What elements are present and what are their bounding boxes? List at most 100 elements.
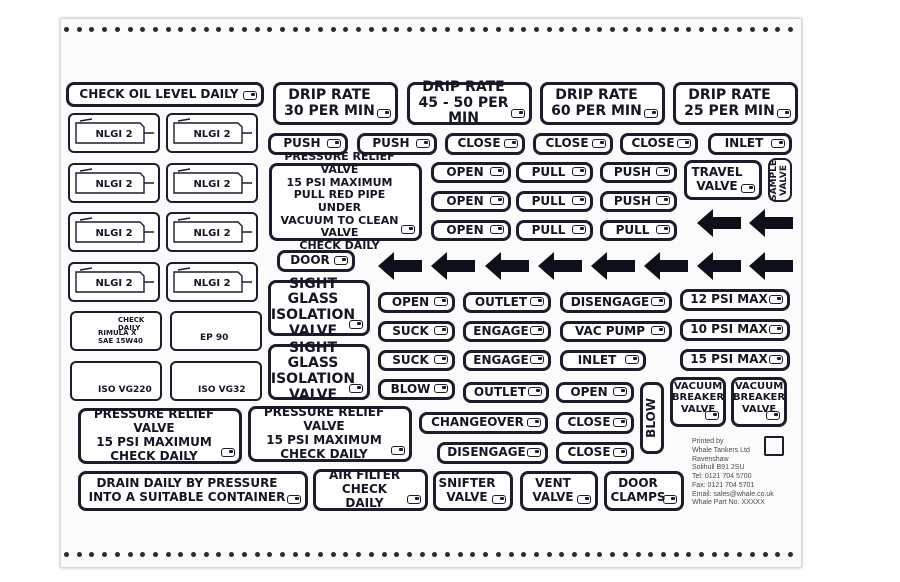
sprocket-hole	[254, 27, 260, 32]
printer-info: Printed by Whale Tankers Ltd Ravenshaw S…	[692, 438, 782, 513]
sprocket-hole	[127, 27, 133, 32]
close-label: CLOSE	[556, 412, 634, 434]
sprocket-hole	[76, 27, 82, 32]
whale-logo-icon	[572, 167, 586, 176]
label-text: INLET	[577, 352, 617, 367]
sprocket-hole	[114, 552, 120, 557]
sprocket-hole	[305, 27, 311, 32]
sprocket-hole	[775, 552, 781, 557]
sprocket-hole	[597, 552, 603, 557]
sprocket-hole	[292, 552, 298, 557]
sprocket-hole	[356, 552, 362, 557]
label-text: TRAVEL VALVE	[691, 165, 743, 193]
label-text: OPEN	[446, 164, 484, 179]
sprocket-hole	[673, 552, 679, 557]
outlet-label: OUTLET	[463, 292, 551, 313]
sprocket-hole	[318, 552, 323, 557]
label-text: DOOR	[290, 253, 330, 268]
grease-text: NLGI 2	[95, 179, 133, 191]
door-label: DOOR	[277, 250, 355, 272]
whale-logo-icon	[769, 355, 783, 364]
sprocket-hole	[406, 552, 412, 557]
sprocket-hole	[787, 27, 793, 32]
grease-text: NLGI 2	[95, 278, 133, 290]
whale-logo-icon	[490, 196, 504, 205]
whale-logo-icon	[577, 495, 591, 504]
label-text: CLOSE	[457, 136, 501, 151]
vac-pump-label: VAC PUMP	[560, 321, 672, 342]
whale-logo-icon	[677, 139, 691, 148]
sprocket-hole	[127, 552, 133, 557]
sprocket-hole	[76, 552, 82, 557]
grease-gun-icon	[173, 118, 252, 144]
whale-logo-icon	[527, 418, 541, 427]
engage-label: ENGAGE	[463, 350, 551, 371]
whale-logo-icon	[764, 436, 784, 456]
label-text: OUTLET	[474, 294, 528, 309]
label-text: SIGHT GLASS ISOLATION VALVE	[270, 339, 356, 403]
grease-gun-icon	[75, 168, 154, 194]
label-text: PUSH	[613, 193, 652, 208]
sprocket-hole	[203, 27, 209, 32]
drip-rate-45-label: DRIP RATE 45 - 50 PER MIN	[407, 79, 532, 126]
psi-10-label: 10 PSI MAX	[680, 319, 790, 341]
open-label: OPEN	[556, 382, 634, 403]
whale-logo-icon	[221, 448, 235, 457]
label-text: DRIP RATE 60 PER MIN	[551, 86, 642, 119]
sprocket-hole	[229, 27, 235, 32]
push-label: PUSH	[600, 191, 677, 212]
drip-rate-25-label: DRIP RATE 25 PER MIN	[673, 82, 798, 125]
sprocket-hole	[279, 552, 285, 557]
sprocket-hole	[140, 27, 146, 32]
left-arrow-icon	[591, 252, 635, 280]
sprocket-hole	[521, 552, 527, 557]
grease-text: NLGI 2	[193, 228, 231, 240]
sprocket-hole	[343, 552, 349, 557]
close-label: CLOSE	[556, 442, 634, 464]
sprocket-hole	[521, 27, 527, 32]
label-text: OPEN	[391, 294, 430, 309]
whale-logo-icon	[434, 355, 448, 364]
grease-text: NLGI 2	[95, 129, 133, 141]
close-label: CLOSE	[445, 133, 525, 155]
grease-gun-icon	[173, 267, 252, 293]
drain-daily-label: DRAIN DAILY BY PRESSURE INTO A SUITABLE …	[78, 471, 308, 511]
label-text: PULL	[531, 193, 566, 208]
grease-panel: NLGI 2	[166, 262, 258, 302]
whale-logo-icon	[656, 225, 670, 234]
whale-logo-icon	[613, 387, 627, 396]
sprocket-hole	[330, 27, 336, 32]
sprocket-hole	[216, 27, 222, 32]
printer-line: Fax: 0121 704 5701	[692, 481, 755, 489]
label-text: BLOW	[644, 398, 659, 438]
whale-logo-icon	[613, 418, 627, 427]
inlet-label: INLET	[560, 350, 646, 371]
push-label: PUSH	[600, 162, 677, 183]
drip-rate-30-label: DRIP RATE 30 PER MIN	[273, 82, 398, 125]
label-text: DOOR CLAMPS	[610, 476, 666, 504]
sprocket-hole	[114, 27, 120, 32]
grease-gun-icon	[173, 217, 252, 243]
whale-logo-icon	[741, 184, 755, 193]
suck-label: SUCK	[378, 350, 455, 371]
vacuum-breaker-label: VACUUM BREAKER VALVE	[670, 377, 726, 427]
label-text: CLOSE	[567, 415, 611, 430]
whale-logo-icon	[663, 495, 677, 504]
sprocket-hole	[445, 552, 450, 557]
oil-panel-rimula: CHECK DAILY RIMULA X SAE 15W40	[70, 311, 162, 351]
sprocket-hole	[470, 27, 476, 32]
sprocket-hole	[89, 552, 95, 557]
label-text: CHANGEOVER	[431, 415, 524, 430]
label-text: CLOSE	[545, 136, 589, 151]
sprocket-hole	[483, 27, 489, 32]
label-text: OPEN	[446, 193, 484, 208]
printer-line: Ravenshaw	[692, 455, 729, 463]
sprocket-hole	[406, 27, 412, 32]
oil-check-text: CHECK DAILY	[118, 316, 145, 332]
label-text: DISENGAGE	[570, 294, 650, 309]
label-text: BLOW	[390, 381, 431, 396]
left-arrow-icon	[485, 252, 529, 280]
whale-logo-icon	[769, 295, 783, 304]
whale-logo-icon	[349, 384, 363, 393]
sprocket-hole	[178, 27, 184, 32]
